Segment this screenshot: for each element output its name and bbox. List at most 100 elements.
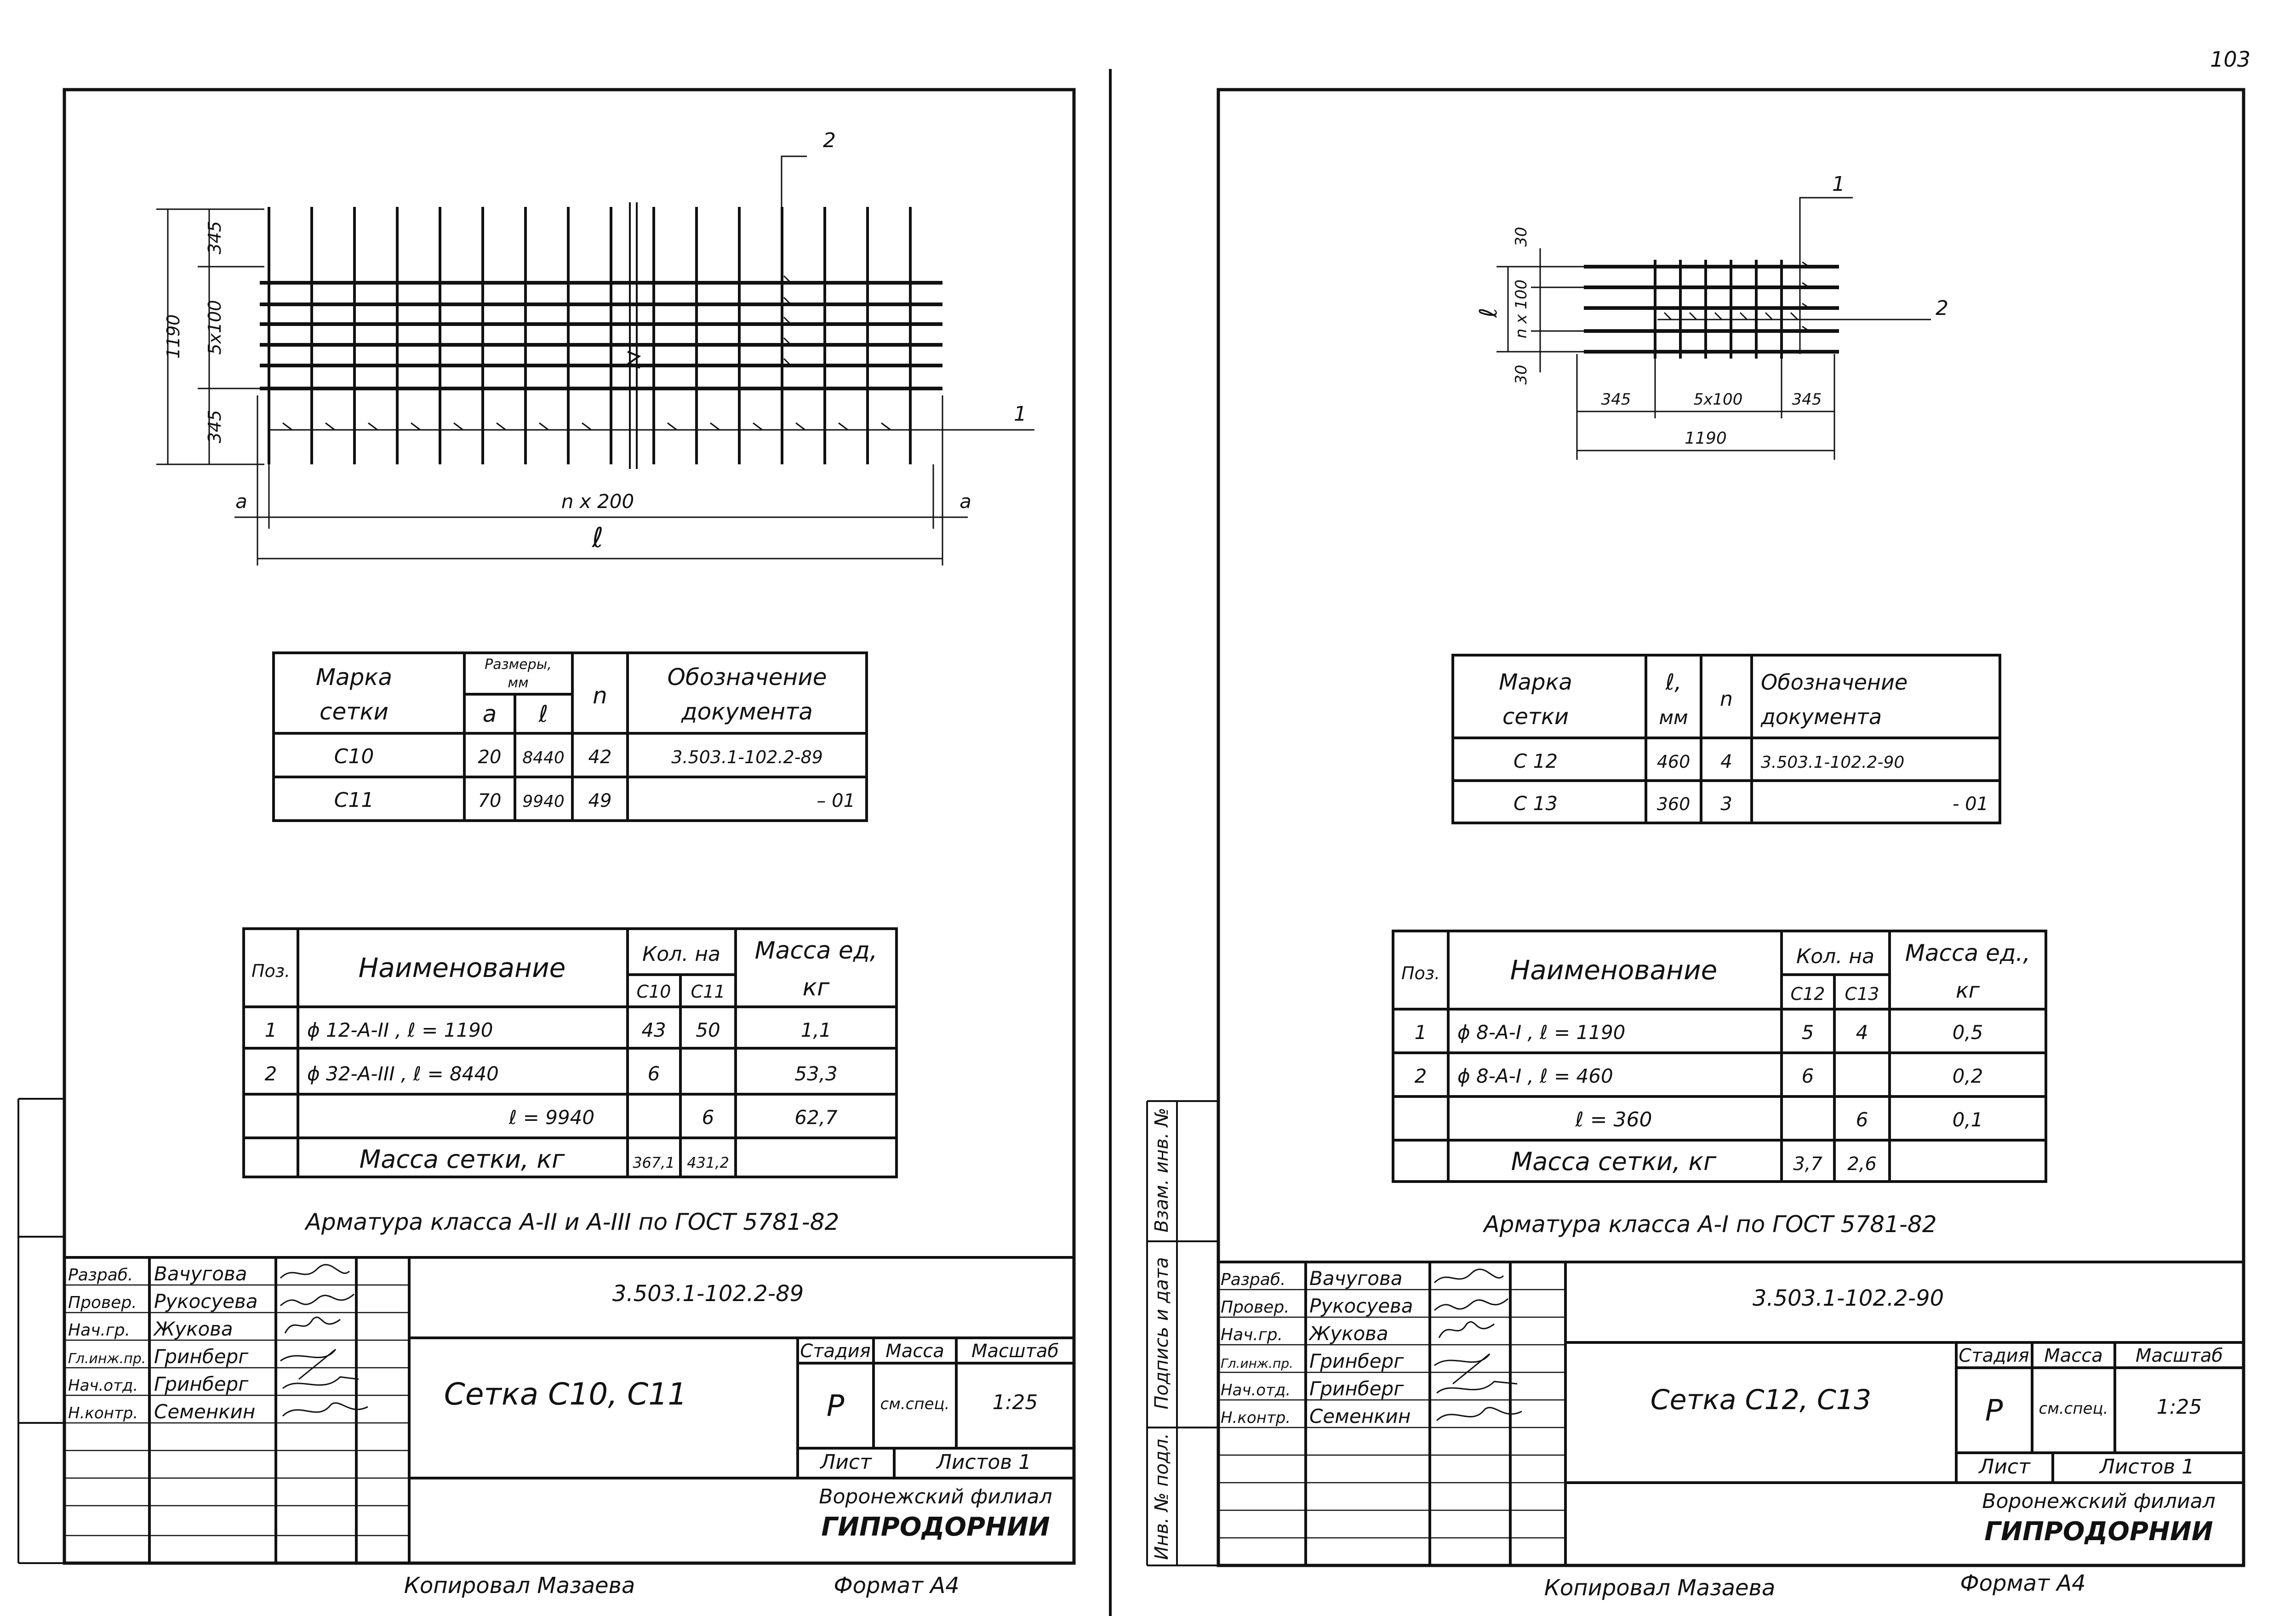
callout-2: 2 <box>823 129 836 152</box>
total-q2: 2,6 <box>1847 1153 1877 1175</box>
th-l-1: ℓ, <box>1665 669 1681 695</box>
name-4: Гринберг <box>154 1373 249 1395</box>
total-q1: 367,1 <box>633 1154 675 1171</box>
th-doc-2: документа <box>1760 704 1882 729</box>
cell-l: 8440 <box>522 748 565 767</box>
name-1: Рукосуева <box>154 1290 258 1313</box>
th-doc-1: Обозначение <box>1761 670 1908 695</box>
cell-q2: 6 <box>1856 1108 1868 1131</box>
longitudinal-bars <box>260 281 942 390</box>
cell-l: 9940 <box>522 792 565 811</box>
break-lines <box>627 202 641 469</box>
th-mass-2: кг <box>803 974 830 1001</box>
th-qty: Кол. на <box>642 942 720 966</box>
cell-pos: 1 <box>265 1019 277 1041</box>
role-1: Провер. <box>1221 1298 1290 1317</box>
dim-width: 1190 <box>1685 429 1727 448</box>
dim-total: 1190 <box>163 314 183 359</box>
mark-table: Марка сетки Размеры, мм a ℓ n Обозначени… <box>272 651 868 822</box>
cell-doc: 3.503.1-102.2-90 <box>1761 753 1904 772</box>
name-0: Вачугова <box>154 1262 247 1285</box>
org-line-2: ГИПРОДОРНИИ <box>821 1512 1050 1542</box>
role-2: Нач.гр. <box>1221 1325 1283 1344</box>
name-5: Семенкин <box>154 1400 255 1423</box>
cell-a: 20 <box>478 747 502 768</box>
longitudinal-bars <box>1584 265 1839 354</box>
h-mass: Масса <box>885 1341 944 1362</box>
cell-mass: 0,1 <box>1953 1108 1983 1131</box>
callout-2: 2 <box>1936 297 1948 320</box>
note: Арматура класса А-I по ГОСТ 5781-82 <box>1482 1211 1936 1238</box>
dim-length: ℓ <box>592 522 604 554</box>
cell-n: 3 <box>1720 794 1732 815</box>
role-1: Провер. <box>68 1293 137 1312</box>
dim-mid: 5x100 <box>205 300 225 354</box>
org-line-1: Воронежский филиал <box>819 1485 1052 1508</box>
doc-code: 3.503.1-102.2-90 <box>1753 1285 1944 1311</box>
dim-edge-left: a <box>235 490 247 513</box>
th-qty-1: С12 <box>1791 984 1825 1004</box>
role-2: Нач.гр. <box>68 1321 130 1340</box>
cell-name: ℓ = 9940 <box>508 1106 594 1129</box>
scale: 1:25 <box>993 1391 1038 1414</box>
side-strip <box>1146 1100 1218 1566</box>
cell-mass: 62,7 <box>794 1106 838 1129</box>
total-label: Масса сетки, кг <box>360 1145 565 1174</box>
cell-mark: С11 <box>334 788 374 812</box>
dim-top: 30 <box>1512 227 1531 246</box>
cell-l: 360 <box>1657 794 1691 814</box>
h-stage: Стадия <box>800 1341 870 1362</box>
th-pos: Поз. <box>251 961 290 981</box>
sheet-label: Лист <box>1978 1455 2031 1479</box>
cell-name: ϕ 12-А-II , ℓ = 1190 <box>307 1019 493 1041</box>
cell-q2: 6 <box>702 1106 714 1129</box>
dim-top: 345 <box>205 221 225 255</box>
weld-ticks <box>282 275 891 431</box>
th-l: ℓ <box>538 701 548 727</box>
cell-q2: 4 <box>1856 1021 1868 1044</box>
signatures <box>1434 1268 1522 1422</box>
name-5: Семенкин <box>1309 1405 1411 1428</box>
role-3: Гл.инж.пр. <box>1221 1356 1293 1371</box>
cell-n: 4 <box>1720 751 1732 772</box>
name-3: Гринберг <box>154 1345 249 1368</box>
cell-pos: 2 <box>1415 1065 1427 1087</box>
dim-b3: 345 <box>1792 390 1822 409</box>
mark-table: Марка сетки ℓ, мм n Обозначение документ… <box>1451 654 2001 824</box>
mass: см.спец. <box>880 1395 950 1413</box>
dim-b1: 345 <box>1601 390 1631 409</box>
transverse-bars <box>1654 260 1783 359</box>
name-3: Гринберг <box>1309 1350 1404 1372</box>
cell-a: 70 <box>478 790 502 811</box>
role-4: Нач.отд. <box>68 1376 138 1395</box>
name-0: Вачугова <box>1309 1267 1402 1290</box>
role-0: Разраб. <box>1221 1270 1285 1289</box>
total-q1: 3,7 <box>1793 1153 1822 1175</box>
leader-2-line <box>781 155 807 402</box>
callout-1: 1 <box>1014 402 1027 426</box>
cell-q1: 43 <box>641 1019 666 1041</box>
cell-pos: 2 <box>265 1062 277 1085</box>
doc-code: 3.503.1-102.2-89 <box>612 1281 804 1307</box>
th-doc-1: Обозначение <box>668 664 827 691</box>
org-line-1: Воронежский филиал <box>1982 1490 2215 1513</box>
mesh-c12-c13 <box>1584 197 1931 359</box>
sheets-label: Листов 1 <box>2099 1455 2194 1479</box>
side-label-replace: Взам. инв. № <box>1151 1108 1172 1233</box>
total-q2: 431,2 <box>687 1154 729 1171</box>
name-2: Жукова <box>1308 1322 1388 1345</box>
th-name: Наименование <box>1510 954 1718 986</box>
dim-spacing: n x 200 <box>561 490 634 513</box>
role-5: Н.контр. <box>1221 1409 1291 1427</box>
cell-name: ℓ = 360 <box>1575 1108 1652 1131</box>
th-name: Наименование <box>359 952 566 983</box>
cell-name: ϕ 8-А-I , ℓ = 1190 <box>1457 1021 1625 1044</box>
th-dims-1: Размеры, <box>485 657 552 673</box>
dim-b2: 5x100 <box>1694 390 1743 409</box>
dim-total: ℓ <box>1475 308 1502 318</box>
sheet-label: Лист <box>819 1450 872 1474</box>
th-mark-2: сетки <box>320 698 388 725</box>
role-4: Нач.отд. <box>1221 1381 1291 1399</box>
th-n: n <box>1720 687 1733 711</box>
cell-mark: С 13 <box>1514 792 1558 815</box>
